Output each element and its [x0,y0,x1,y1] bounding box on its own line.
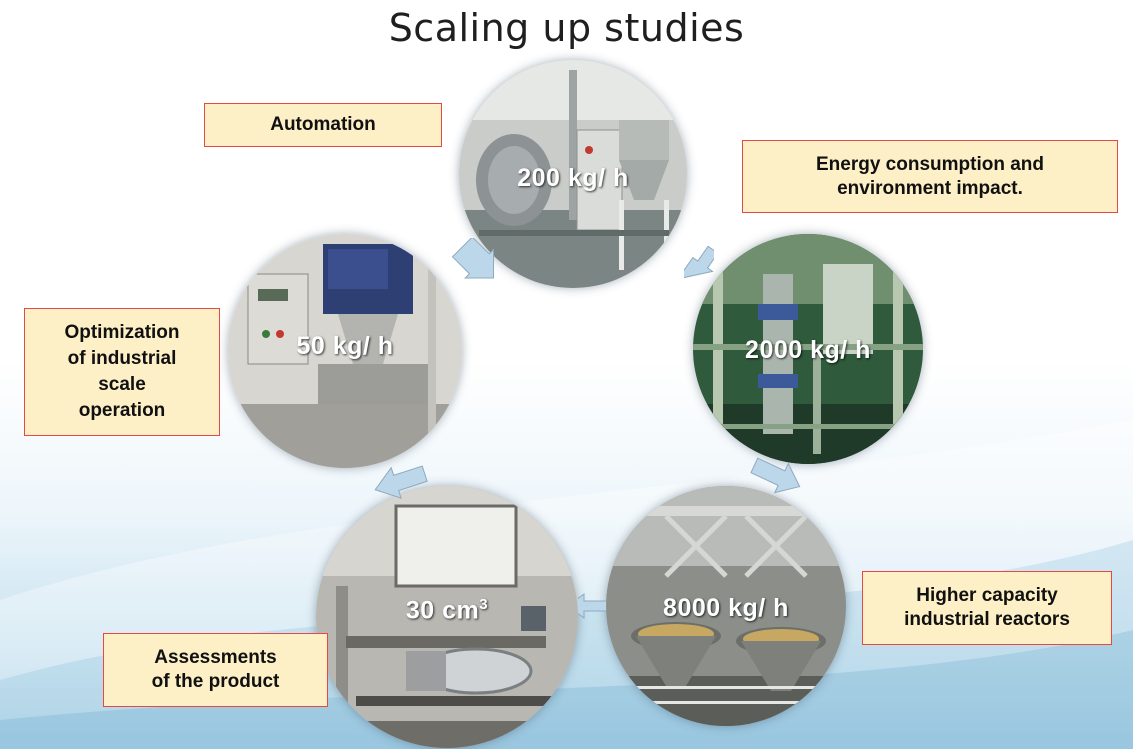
capacity-label-8000: 8000 kg/ h [663,594,789,622]
laboratory-unit-photo [316,486,578,748]
arrow-50-to-200 [451,238,495,279]
label-higher-capacity: Higher capacity industrial reactors [862,571,1112,645]
industrial-reactors-photo [606,486,846,726]
arrow-8000-to-30 [578,593,606,619]
photo-30-cm3: 30 cm3 [316,486,578,748]
capacity-label-30: 30 cm3 [316,596,578,625]
label-assessments: Assessments of the product [103,633,328,707]
capacity-label-50: 50 kg/ h [296,332,394,360]
capacity-value-30: 30 cm [405,596,480,625]
photo-2000-kg-h: 2000 kg/ h [693,234,923,464]
capacity-exponent: 3 [479,596,489,613]
capacity-label-200: 200 kg/ h [517,164,629,192]
capacity-label-2000: 2000 kg/ h [745,336,871,364]
industrial-installation-photo [693,234,923,464]
pilot-plant-photo [459,60,687,288]
small-machine-photo [228,234,462,468]
photo-8000-kg-h: 8000 kg/ h [606,486,846,726]
label-automation: Automation [204,103,442,147]
photo-200-kg-h: 200 kg/ h [459,60,687,288]
label-optimization: Optimization of industrial scale operati… [24,308,220,436]
arrow-200-to-2000 [684,245,714,280]
arrow-2000-to-8000 [750,457,801,494]
label-energy-consumption: Energy consumption and environment impac… [742,140,1118,213]
arrow-30-to-50 [374,465,428,499]
photo-50-kg-h: 50 kg/ h [228,234,462,468]
slide-title: Scaling up studies [388,6,745,50]
